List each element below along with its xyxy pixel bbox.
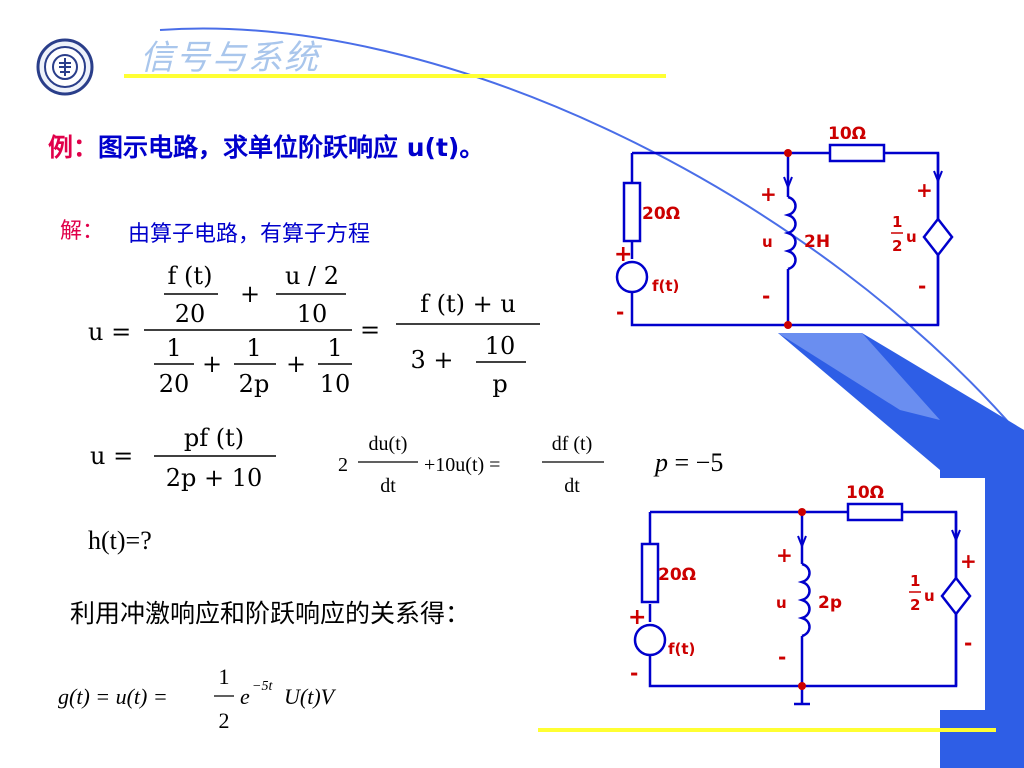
- c1-dep-var: u: [906, 228, 917, 246]
- impulse-question: h(t)=?: [88, 526, 152, 555]
- c1-minus-u: -: [762, 284, 770, 308]
- c1-source-label: f(t): [652, 277, 679, 295]
- problem-label: 例：: [48, 133, 99, 162]
- eq3-mid: +10u(t) =: [424, 454, 500, 476]
- transfer-equation: u = pf (t) 2p + 10: [90, 424, 276, 492]
- eq1-equals: =: [360, 316, 380, 344]
- eq1-lhs: u =: [88, 318, 131, 346]
- operator-equation: u = f (t) 20 + u / 2 10 1 20 + 1 2p + 1 …: [88, 262, 540, 398]
- eq1-r-den-a: 3 +: [410, 346, 453, 374]
- eq1-d-plus1: +: [202, 350, 222, 378]
- university-logo: [36, 38, 94, 96]
- c2-minus-src: -: [630, 661, 638, 685]
- eq1-n1-num: f (t): [168, 262, 213, 290]
- c2-minus-u: -: [778, 645, 786, 669]
- eq1-d1-num: 1: [166, 334, 181, 362]
- relation-text: 利用冲激响应和阶跃响应的关系得：: [70, 599, 471, 628]
- result-equation: g(t) = u(t) = 1 2 e −5t U(t)V: [58, 664, 337, 733]
- header-title: 信号与系统: [140, 38, 320, 78]
- result-num: 1: [219, 664, 230, 689]
- eq1-r-den-num: 10: [485, 332, 516, 360]
- c2-dep-num: 1: [910, 572, 920, 590]
- c1-plus-dep: +: [916, 178, 933, 202]
- c2-dep-den: 2: [910, 596, 920, 614]
- circuit-diagram-2: 10Ω 20Ω 2p f(t) u 1 2 u + - + - + -: [628, 483, 977, 706]
- c2-r-left-label: 20Ω: [658, 565, 696, 585]
- eq1-r-num: f (t) + u: [420, 290, 516, 318]
- eq1-d2-den: 2p: [239, 370, 270, 398]
- c1-r-left-label: 20Ω: [642, 204, 680, 224]
- c1-plus-u: +: [760, 182, 777, 206]
- eq1-d3-den: 10: [320, 370, 351, 398]
- eq3-frac1-den: dt: [380, 475, 396, 497]
- c2-dep-var: u: [924, 587, 935, 605]
- eq1-n2-num: u / 2: [285, 262, 339, 290]
- c2-plus-dep: +: [960, 549, 977, 573]
- footer-line: [538, 728, 996, 732]
- eq1-r-den-den: p: [492, 370, 507, 398]
- c1-minus-src: -: [616, 300, 624, 324]
- eq3-coef: 2: [338, 454, 348, 476]
- eq1-n2-den: 10: [297, 300, 328, 328]
- eq2-den: 2p + 10: [166, 464, 263, 492]
- eq1-d3-num: 1: [327, 334, 342, 362]
- c1-u-label: u: [762, 233, 773, 251]
- c2-plus-src: +: [628, 605, 646, 630]
- eq3-frac1-num: du(t): [369, 433, 408, 455]
- c1-dep-num: 1: [892, 213, 902, 231]
- solution-intro: 由算子电路，有算子方程: [128, 222, 371, 247]
- c1-r-top-label: 10Ω: [828, 124, 866, 144]
- eq1-d1-den: 20: [159, 370, 190, 398]
- eq1-d-plus2: +: [286, 350, 306, 378]
- header-underline: [124, 74, 666, 78]
- result-tail: U(t)V: [284, 684, 337, 709]
- c2-minus-dep: -: [964, 631, 972, 655]
- c2-r-top-label: 10Ω: [846, 483, 884, 503]
- c1-minus-dep: -: [918, 274, 926, 298]
- eq1-n1-den: 20: [175, 300, 206, 328]
- problem-statement: 例：图示电路，求单位阶跃响应 u(t)。: [48, 128, 484, 164]
- solution-label: 解：: [60, 219, 105, 244]
- p-value: p = −5: [655, 448, 723, 478]
- eq3-frac2-num: df (t): [552, 433, 593, 455]
- circuit-diagram-1: 10Ω 20Ω 2H f(t) u 1 2 u + - + - + -: [614, 124, 954, 329]
- c1-plus-src: +: [614, 242, 632, 267]
- c2-u-label: u: [776, 594, 787, 612]
- problem-text: 图示电路，求单位阶跃响应 u(t)。: [98, 133, 485, 162]
- result-den: 2: [219, 708, 230, 733]
- c1-inductor-label: 2H: [804, 232, 830, 252]
- eq2-num: pf (t): [184, 424, 244, 452]
- result-lhs: g(t) = u(t) =: [58, 684, 168, 709]
- eq2-lhs: u =: [90, 442, 133, 470]
- eq1-d2-num: 1: [246, 334, 261, 362]
- eq1-n-plus: +: [240, 280, 260, 308]
- result-exp-base: e: [240, 684, 250, 709]
- p-var: p: [655, 448, 668, 477]
- differential-equation: 2 du(t) dt +10u(t) = df (t) dt: [338, 433, 604, 497]
- p-rest: = −5: [668, 448, 724, 477]
- eq3-frac2-den: dt: [564, 475, 580, 497]
- c2-source-label: f(t): [668, 640, 695, 658]
- result-exp: −5t: [252, 679, 273, 694]
- c2-plus-u: +: [776, 543, 793, 567]
- c2-inductor-label: 2p: [818, 593, 842, 613]
- c1-dep-den: 2: [892, 237, 902, 255]
